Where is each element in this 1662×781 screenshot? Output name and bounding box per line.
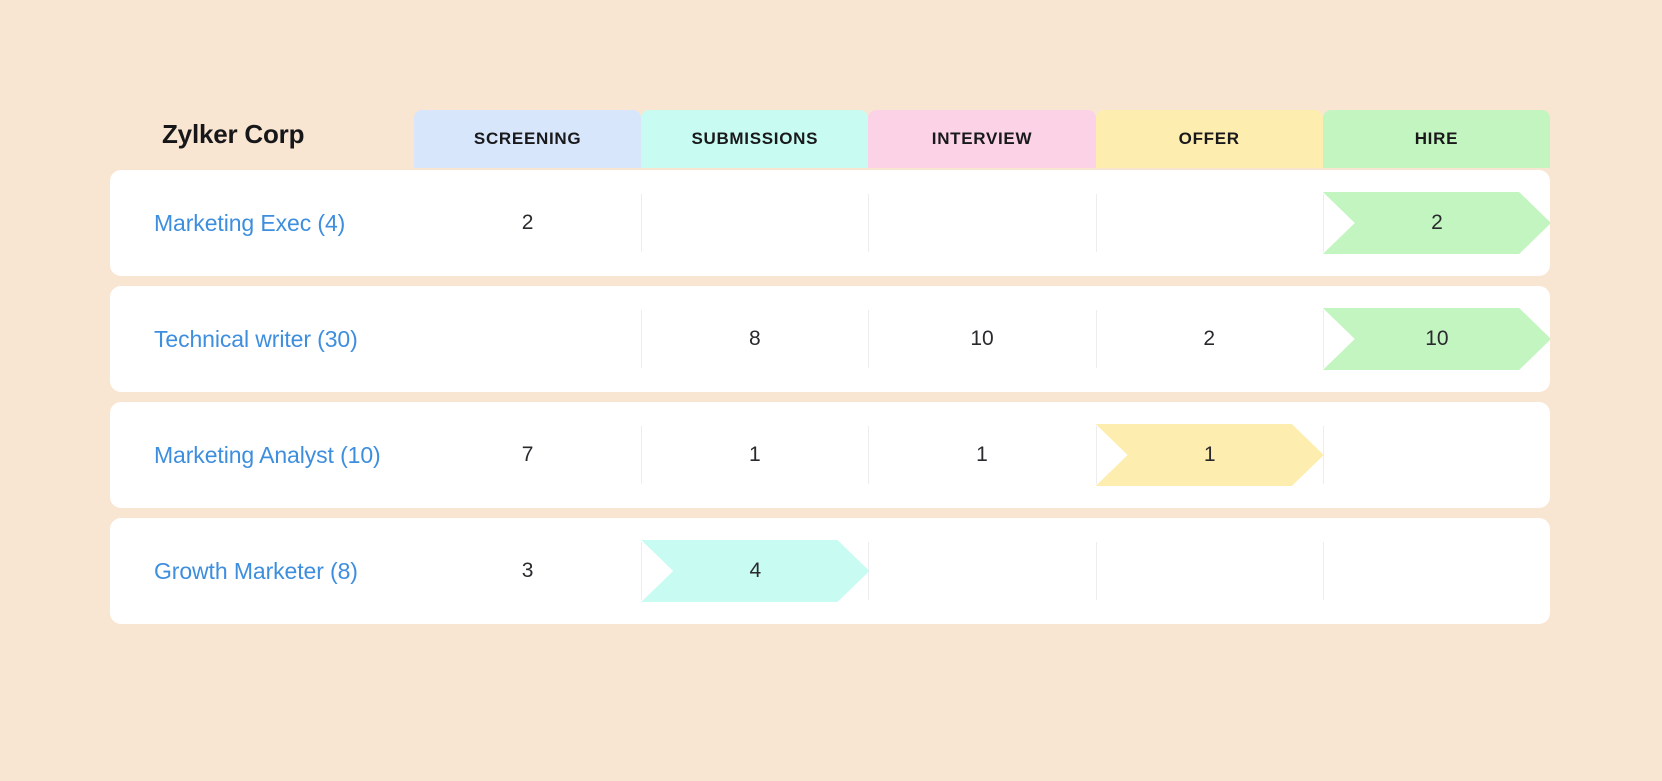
stage-cell[interactable]: [1095, 518, 1323, 624]
stage-count-value: 8: [748, 327, 761, 350]
stage-tab-offer[interactable]: OFFER: [1095, 110, 1323, 168]
table-row: Technical writer (30) 8 10 2 10: [110, 286, 1550, 392]
stage-tab-label: INTERVIEW: [931, 129, 1033, 148]
stage-count-value: 1: [976, 443, 988, 466]
stage-count-value: 4: [749, 559, 762, 582]
stage-chevron-highlight: 10: [1322, 308, 1550, 370]
stage-cell[interactable]: 3: [414, 518, 641, 624]
job-title-link[interactable]: Marketing Analyst (10): [154, 441, 381, 468]
stage-tab-hire[interactable]: HIRE: [1322, 110, 1551, 168]
stage-count-value: 3: [521, 559, 534, 582]
stage-cell[interactable]: [1322, 518, 1550, 624]
stage-cell[interactable]: 1: [641, 402, 868, 508]
stage-cell[interactable]: [414, 286, 641, 392]
stage-chevron-highlight: 2: [1322, 192, 1550, 254]
stage-cell[interactable]: 2: [1322, 170, 1550, 276]
stage-cell[interactable]: 2: [1095, 286, 1323, 392]
stage-cell[interactable]: [868, 170, 1095, 276]
job-name-cell: Marketing Exec (4): [110, 170, 414, 276]
stage-count-value: 2: [521, 211, 534, 234]
job-title-link[interactable]: Marketing Exec (4): [154, 209, 346, 236]
stage-cell[interactable]: 10: [868, 286, 1095, 392]
stage-count-value: 1: [1203, 443, 1216, 466]
stage-cell[interactable]: 1: [1095, 402, 1324, 508]
stage-tab-label: OFFER: [1178, 129, 1240, 148]
stage-count-value: 1: [748, 443, 761, 466]
pipeline-header: Zylker Corp SCREENING SUBMISSIONS INTERV…: [110, 100, 1551, 168]
stage-cell[interactable]: 7: [414, 402, 641, 508]
stage-tab-label: SUBMISSIONS: [691, 129, 819, 148]
stage-cell[interactable]: 2: [414, 170, 641, 276]
table-row: Growth Marketer (8) 3 4: [110, 518, 1550, 624]
stage-cell[interactable]: 4: [641, 518, 870, 624]
stage-count-value: 7: [521, 443, 534, 466]
stage-tab-interview[interactable]: INTERVIEW: [868, 110, 1096, 168]
stage-count-value: 2: [1203, 327, 1216, 350]
stage-tab-label: HIRE: [1414, 129, 1459, 148]
job-name-cell: Growth Marketer (8): [110, 518, 414, 624]
brand-cell: Zylker Corp: [110, 100, 414, 168]
job-title-link[interactable]: Technical writer (30): [154, 325, 358, 352]
stage-count-value: 2: [1431, 211, 1443, 234]
stage-cell[interactable]: 8: [641, 286, 868, 392]
stage-chevron-highlight: 4: [641, 540, 870, 602]
stage-cell[interactable]: 1: [868, 402, 1095, 508]
stage-tab-submissions[interactable]: SUBMISSIONS: [641, 110, 869, 168]
stage-cell[interactable]: 10: [1322, 286, 1550, 392]
stage-count-value: 10: [970, 327, 994, 350]
stage-count-value: 10: [1425, 327, 1449, 350]
job-name-cell: Technical writer (30): [110, 286, 414, 392]
stage-cell[interactable]: [1322, 402, 1550, 508]
hiring-pipeline-board: Zylker Corp SCREENING SUBMISSIONS INTERV…: [110, 100, 1551, 624]
stage-chevron-highlight: 1: [1095, 424, 1324, 486]
table-row: Marketing Exec (4) 2 2: [110, 170, 1550, 276]
table-row: Marketing Analyst (10) 7 1 1 1: [110, 402, 1550, 508]
stage-tab-label: SCREENING: [473, 129, 582, 148]
stage-cell[interactable]: [868, 518, 1095, 624]
page-title: Zylker Corp: [162, 118, 305, 149]
job-name-cell: Marketing Analyst (10): [110, 402, 414, 508]
stage-cell[interactable]: [641, 170, 868, 276]
job-title-link[interactable]: Growth Marketer (8): [154, 557, 358, 584]
stage-tab-screening[interactable]: SCREENING: [414, 110, 642, 168]
stage-cell[interactable]: [1095, 170, 1323, 276]
